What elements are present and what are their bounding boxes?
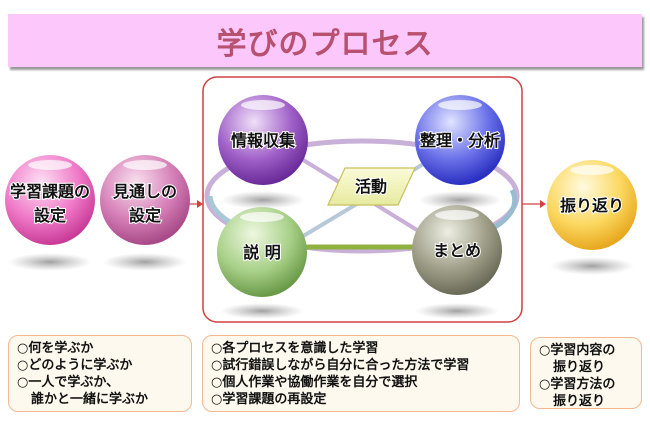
step-summary: まとめ <box>412 205 502 295</box>
note-item: 振り返り <box>553 360 606 375</box>
note-item: ○どのように学ぶか <box>17 358 133 373</box>
arrow-to-activity <box>188 200 203 208</box>
stage-label: 振り返り <box>560 196 624 215</box>
stage-reflection: 振り返り <box>547 160 637 250</box>
step-explanation: 説 明 <box>217 207 307 297</box>
title-banner: 学びのプロセス <box>8 14 642 67</box>
note-item: ○各プロセスを意識した学習 <box>211 341 379 356</box>
stage-label: 学習課題の <box>10 182 90 201</box>
note-item: ○個人作業や協働作業を自分で選択 <box>211 375 418 390</box>
stage-label: 設定 <box>129 206 161 225</box>
step-label: 整理・分析 <box>419 131 500 150</box>
note-item: ○一人で学ぶか、 <box>17 375 120 390</box>
note-item: ○学習方法の <box>539 377 616 392</box>
notes-right: ○学習内容の 振り返り ○学習方法の 振り返り <box>530 337 642 409</box>
step-label: 情報収集 <box>231 131 296 150</box>
note-item: ○学習課題の再設定 <box>211 392 327 407</box>
stage-label: 設定 <box>34 206 66 225</box>
notes-center: ○各プロセスを意識した学習 ○試行錯誤しながら自分に合った方法で学習 ○個人作業… <box>202 335 520 412</box>
activity-frame <box>202 76 523 323</box>
note-item: ○試行錯誤しながら自分に合った方法で学習 <box>211 358 470 373</box>
stage-task-setting: 学習課題の 設定 <box>5 155 95 245</box>
notes-left: ○何を学ぶか ○どのように学ぶか ○一人で学ぶか、 誰かと一緒に学ぶか <box>8 335 192 412</box>
sphere-shadows <box>8 191 634 319</box>
note-item: 誰かと一緒に学ぶか <box>31 392 149 407</box>
stage-outlook-setting: 見通しの 設定 <box>100 155 190 245</box>
arrow-to-reflection <box>522 200 546 208</box>
page-title: 学びのプロセス <box>216 26 434 62</box>
stage-label: 見通しの <box>112 182 177 201</box>
note-item: ○何を学ぶか <box>17 341 94 356</box>
activity-center-label: 活動 <box>327 167 416 206</box>
activity-label: 活動 <box>355 177 387 196</box>
note-item: 振り返り <box>553 394 606 409</box>
step-information-gathering: 情報収集 <box>218 95 308 185</box>
step-label: まとめ <box>433 241 481 260</box>
note-item: ○学習内容の <box>539 343 616 358</box>
step-label: 説 明 <box>243 243 281 262</box>
step-organize-analyze: 整理・分析 <box>415 95 505 185</box>
